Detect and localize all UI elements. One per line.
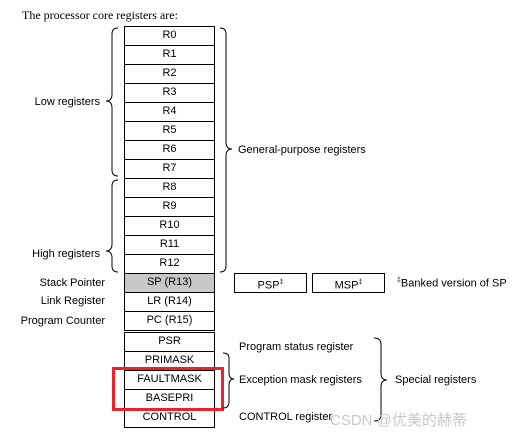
program-counter-label: Program Counter xyxy=(20,315,105,327)
register-r3: R3 xyxy=(124,83,215,103)
general-purpose-label: General-purpose registers xyxy=(238,144,366,156)
banked-mark: ‡ xyxy=(358,279,363,286)
low-registers-label: Low registers xyxy=(34,96,100,108)
special-registers-label: Special registers xyxy=(395,374,477,386)
register-r1: R1 xyxy=(124,45,215,65)
watermark: CSDN @优美的赫蒂 xyxy=(330,412,467,429)
register-faultmask: FAULTMASK xyxy=(124,370,215,390)
register-control: CONTROL xyxy=(124,408,215,428)
register-r7: R7 xyxy=(124,159,215,179)
register-msp: MSP‡ xyxy=(312,273,385,293)
low-registers-brace xyxy=(105,27,119,177)
register-r12: R12 xyxy=(124,254,215,274)
register-r2: R2 xyxy=(124,64,215,84)
banked-note-text: Banked version of SP xyxy=(400,277,507,290)
register-r11: R11 xyxy=(124,235,215,255)
register-basepri: BASEPRI xyxy=(124,389,215,409)
banked-note: ‡Banked version of SP xyxy=(397,277,507,290)
register-r6: R6 xyxy=(124,140,215,160)
highlight-box xyxy=(112,367,224,411)
banked-mark: ‡ xyxy=(279,279,284,286)
exception-mask-brace xyxy=(222,352,235,409)
high-registers-brace xyxy=(105,179,119,273)
high-registers-label: High registers xyxy=(32,248,100,260)
general-purpose-brace xyxy=(219,27,233,273)
register-r9: R9 xyxy=(124,197,215,217)
register-r5: R5 xyxy=(124,121,215,141)
register-r10: R10 xyxy=(124,216,215,236)
psp-label: PSP xyxy=(257,279,280,292)
msp-label: MSP xyxy=(334,279,359,292)
register-lr: LR (R14) xyxy=(124,292,215,312)
link-register-label: Link Register xyxy=(40,295,105,307)
control-register-label: CONTROL register xyxy=(239,411,333,423)
banked-mark: ‡ xyxy=(397,277,401,284)
register-r8: R8 xyxy=(124,178,215,198)
exception-mask-label: Exception mask registers xyxy=(239,374,362,386)
register-pc: PC (R15) xyxy=(124,311,215,331)
stack-pointer-label: Stack Pointer xyxy=(39,277,105,289)
program-status-label: Program status register xyxy=(239,341,354,353)
register-sp: SP (R13) xyxy=(124,273,215,293)
register-r4: R4 xyxy=(124,102,215,122)
intro-text: The processor core registers are: xyxy=(22,8,178,22)
register-r0: R0 xyxy=(124,26,215,46)
register-psr: PSR xyxy=(124,332,215,352)
register-psp: PSP‡ xyxy=(234,273,307,293)
